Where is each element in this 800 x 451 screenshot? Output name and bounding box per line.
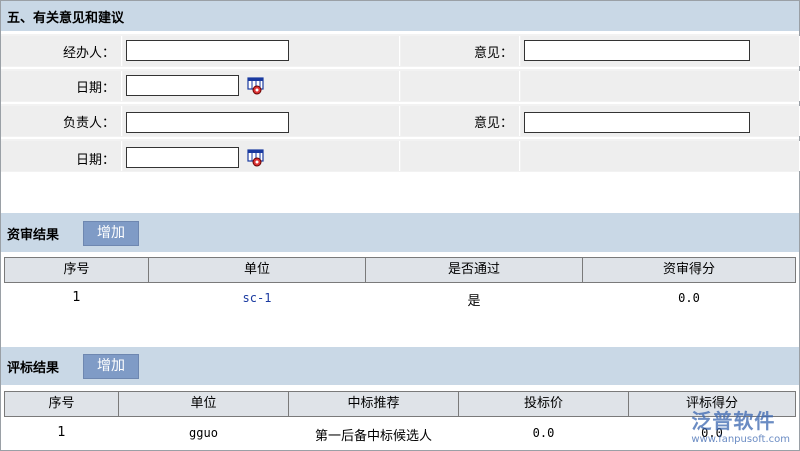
calendar-icon[interactable]	[247, 77, 265, 95]
calendar-icon[interactable]	[247, 149, 265, 167]
date-input[interactable]	[126, 147, 239, 168]
manager-label: 负责人：	[62, 116, 115, 131]
column-header: 序号	[4, 257, 149, 283]
form-row-date-2: 日期：	[1, 139, 800, 172]
date-label: 日期：	[75, 153, 115, 168]
handler-label: 经办人：	[62, 46, 115, 61]
column-header: 投标价	[458, 391, 629, 417]
column-header: 中标推荐	[288, 391, 459, 417]
watermark-logo: 泛普软件 www.fanpusoft.com	[691, 405, 790, 445]
handler-input[interactable]	[126, 40, 289, 61]
section-title: 五、有关意见和建议	[7, 11, 125, 26]
column-header: 是否通过	[365, 257, 583, 283]
section-header-opinions: 五、有关意见和建议	[1, 1, 799, 31]
manager-opinion-input[interactable]	[524, 112, 750, 133]
watermark-brand: 泛普软件	[691, 409, 776, 433]
cell-score: 0.0	[701, 426, 723, 440]
form-row-handler: 经办人： 意见：	[1, 34, 800, 67]
column-header: 序号	[4, 391, 119, 417]
column-header: 单位	[118, 391, 289, 417]
cell-pass: 是	[467, 294, 481, 309]
section-title: 评标结果	[7, 361, 60, 376]
add-evaluation-button[interactable]: 增加	[83, 354, 139, 379]
form-row-date-1: 日期：	[1, 69, 800, 102]
cell-no: 1	[72, 290, 81, 305]
cell-unit: gguo	[189, 426, 218, 440]
watermark-site: www.fanpusoft.com	[691, 434, 790, 445]
opinion-label: 意见：	[473, 116, 513, 131]
manager-input[interactable]	[126, 112, 289, 133]
cell-score: 0.0	[678, 291, 700, 305]
form-row-manager: 负责人： 意见：	[1, 104, 800, 137]
date-label: 日期：	[75, 81, 115, 96]
column-header: 评标得分	[628, 391, 796, 417]
date-input[interactable]	[126, 75, 239, 96]
cell-recommend: 第一后备中标候选人	[314, 429, 432, 444]
add-qualification-button[interactable]: 增加	[83, 221, 139, 246]
column-header: 资审得分	[582, 257, 796, 283]
unit-link[interactable]: sc-1	[242, 291, 272, 305]
column-header: 单位	[148, 257, 366, 283]
opinion-label: 意见：	[473, 46, 513, 61]
handler-opinion-input[interactable]	[524, 40, 750, 61]
section-title: 资审结果	[7, 228, 60, 243]
cell-no: 1	[57, 425, 66, 440]
cell-price: 0.0	[532, 426, 555, 440]
